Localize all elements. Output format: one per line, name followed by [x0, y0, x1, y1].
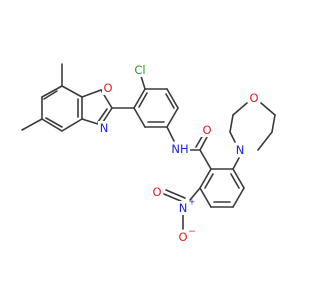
bond	[199, 187, 212, 208]
bond	[232, 187, 245, 208]
bond	[229, 131, 236, 143]
bond	[232, 157, 240, 170]
bond	[61, 85, 83, 98]
nitro-nitrogen-label: N	[179, 201, 188, 215]
bond	[165, 189, 186, 199]
nitro-nitrogen-charge: +	[189, 198, 196, 207]
amide-nh-label: NH	[171, 142, 188, 156]
bond	[133, 88, 146, 109]
bond	[45, 117, 63, 128]
bond	[166, 126, 175, 142]
morpholine-nitrogen-label: N	[236, 143, 245, 157]
bond	[189, 187, 201, 201]
nitro-oxygen-label: O	[152, 185, 161, 199]
bond	[140, 75, 146, 90]
molecule-structure: Cl O N NH O N O N + O O −	[21, 63, 276, 244]
bond	[163, 193, 184, 203]
bond	[165, 93, 175, 109]
bond	[81, 89, 102, 98]
bond	[232, 102, 248, 116]
chlorine-label: Cl	[134, 63, 145, 77]
oxazole-nitrogen-label: N	[100, 121, 109, 135]
bond	[21, 118, 43, 131]
bond	[81, 118, 102, 126]
morpholine-oxygen-label: O	[249, 91, 258, 105]
nitro-oxygen-minus-label: O	[178, 230, 187, 244]
oxazole-oxygen-label: O	[103, 81, 112, 95]
bond	[232, 168, 245, 189]
bond	[199, 149, 212, 170]
bond	[199, 168, 212, 189]
bond	[41, 85, 63, 98]
bond	[230, 173, 240, 189]
bond	[43, 90, 58, 100]
bond	[260, 102, 276, 116]
atom-labels: Cl O N NH O N O N + O O −	[98, 63, 260, 244]
bond	[257, 131, 273, 151]
bond	[61, 118, 83, 132]
bond	[166, 88, 179, 109]
nitro-oxygen-charge: −	[188, 227, 196, 237]
carbonyl-oxygen-label: O	[202, 123, 211, 137]
bond	[41, 118, 63, 132]
bond	[271, 114, 276, 133]
bond	[204, 173, 214, 189]
bond	[166, 107, 179, 128]
bond	[199, 136, 208, 151]
bond	[97, 108, 108, 123]
bond	[133, 107, 146, 128]
bond	[229, 114, 234, 133]
bond	[138, 92, 148, 108]
structure-canvas: Cl O N NH O N O N + O O −	[21, 63, 276, 244]
